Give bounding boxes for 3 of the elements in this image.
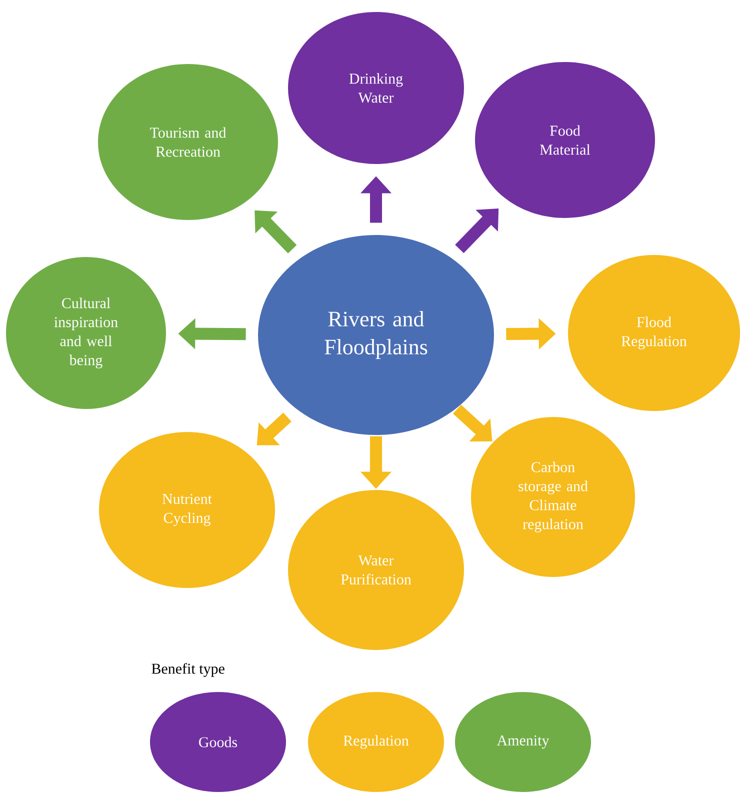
block-arrow (455, 208, 499, 254)
block-arrow (453, 404, 492, 442)
legend-heading: Benefit type (152, 663, 224, 677)
